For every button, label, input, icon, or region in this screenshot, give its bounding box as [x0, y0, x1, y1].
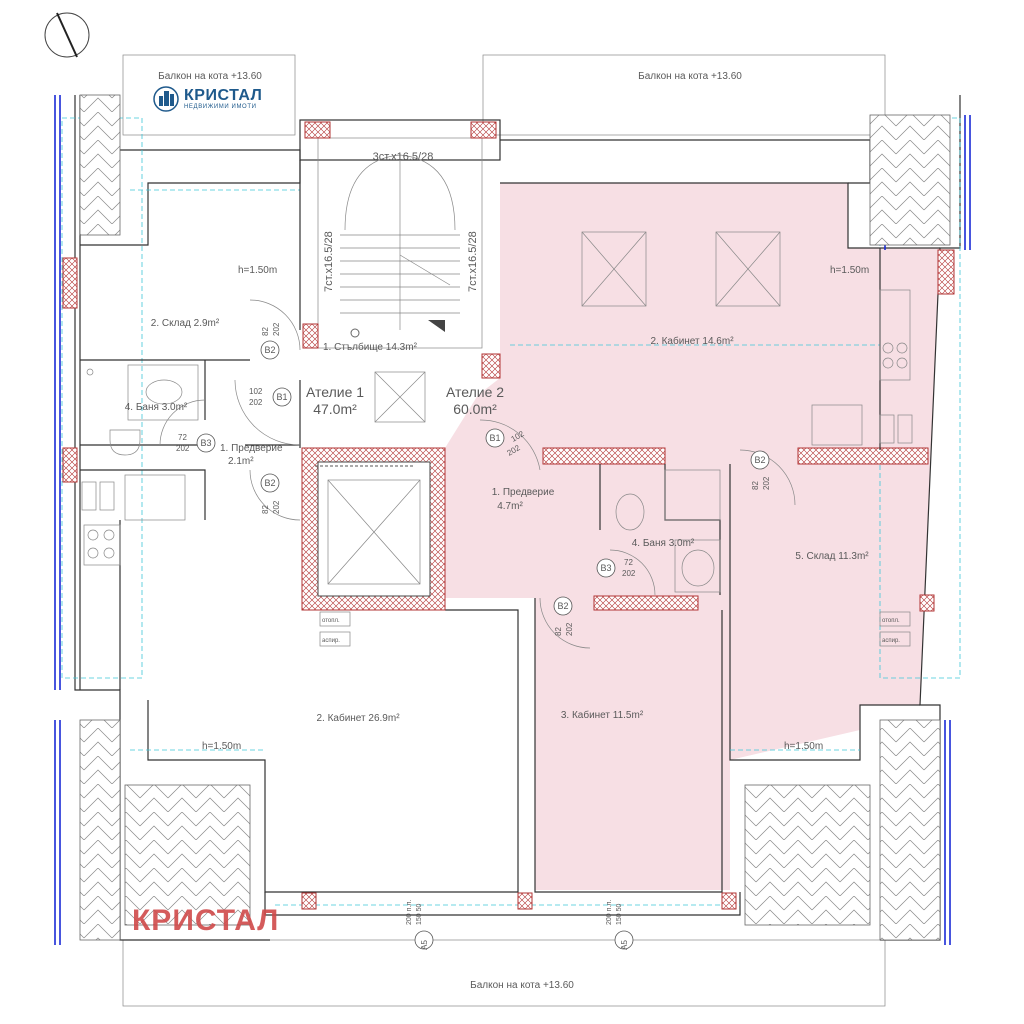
balcony-label-top-left: Балкон на кота +13.60: [158, 71, 262, 82]
door-height: 202: [272, 322, 281, 336]
door-tag: B1 102 202: [249, 387, 292, 407]
height-label-4: h=1.50m: [784, 741, 823, 752]
door-width: 72: [178, 433, 187, 442]
skylights: [581, 231, 781, 307]
window-height: 150 50: [416, 903, 423, 925]
stair-room-label: 1. Стълбище 14.3m²: [323, 341, 418, 353]
brand-name: КРИСТАЛ: [184, 87, 263, 104]
height-label-2: h=1.50m: [830, 265, 869, 276]
room-kabinet-2: 2. Кабинет 14.6m²: [650, 335, 734, 347]
window-tag: A5 200 п.л. 150 50: [606, 900, 634, 950]
window-tag: A5 200 п.л. 150 50: [406, 900, 434, 950]
door-width: 102: [249, 387, 263, 396]
door-width: 72: [624, 558, 633, 567]
balcony-label-bottom: Балкон на кота +13.60: [470, 980, 574, 991]
door-height: 202: [272, 500, 281, 514]
room-predverie-1-area: 2.1m²: [228, 456, 254, 467]
door-tag: B3 72 202: [176, 433, 216, 453]
door-width: 82: [261, 327, 270, 336]
room-sklad-1: 2. Склад 2.9m²: [151, 318, 220, 329]
door-id: B2: [754, 455, 765, 465]
door-id: B2: [264, 345, 275, 355]
room-predverie-1-name: 1. Предверие: [220, 443, 283, 454]
room-kabinet-1: 2. Кабинет 26.9m²: [316, 712, 400, 724]
door-height: 202: [622, 569, 636, 578]
balcony-floor-tr: [869, 114, 951, 246]
balcony-top-right: [482, 54, 886, 136]
brand-subtitle: НЕДВИЖИМИ ИМОТИ: [184, 104, 257, 110]
bathroom-fixtures-right: [615, 289, 911, 593]
door-id: B3: [200, 438, 211, 448]
door-width: 82: [261, 505, 270, 514]
unit-2-title: Ателие 2: [446, 384, 504, 400]
north-arrow-icon: [44, 12, 90, 58]
structural-columns: [62, 121, 955, 910]
bathroom-fixtures-left: [83, 364, 199, 566]
balcony-floor-tl: [79, 94, 121, 236]
stair-label-top: 3ст.х16.5/28: [373, 151, 434, 163]
balcony-top-left: [122, 54, 296, 136]
balcony-floor-bm-right: [744, 784, 871, 926]
door-width: 82: [554, 627, 563, 636]
room-predverie-2-name: 1. Предверие: [492, 487, 555, 498]
stair-label-right: 7ст.х16.5/28: [467, 231, 479, 292]
window-width: 200 п.л.: [406, 900, 413, 925]
door-width: 82: [751, 481, 760, 490]
door-id: B3: [600, 563, 611, 573]
vent-label-2: аспир.: [882, 638, 900, 644]
window-id: A5: [420, 940, 429, 950]
brand-logo: КРИСТАЛ НЕДВИЖИМИ ИМОТИ: [152, 86, 262, 112]
heat-label-2: отопл.: [882, 618, 900, 624]
door-tag: B1 102 202: [485, 428, 526, 458]
building-logo-icon: [153, 86, 179, 112]
door-height: 202: [565, 622, 574, 636]
door-id: B1: [276, 392, 287, 402]
door-tag: B2 82 202: [260, 473, 281, 514]
door-height: 202: [762, 476, 771, 490]
window-height: 150 50: [616, 903, 623, 925]
facade-lines: [54, 95, 971, 945]
watermark: КРИСТАЛ: [132, 904, 280, 937]
balcony-floor-bl: [79, 719, 121, 941]
room-sklad-2: 5. Склад 11.3m²: [795, 551, 869, 562]
balcony-label-top-right: Балкон на кота +13.60: [638, 71, 742, 82]
window-width: 200 п.л.: [606, 900, 613, 925]
height-label-3: h=1.50m: [202, 741, 241, 752]
height-label-1: h=1.50m: [238, 265, 277, 276]
door-id: B2: [264, 478, 275, 488]
door-height: 202: [249, 398, 263, 407]
balcony-bottom: [122, 939, 886, 1007]
door-tag: B3 72 202: [596, 558, 636, 578]
stair-label-left: 7ст.х16.5/28: [323, 231, 335, 292]
door-swings: [159, 299, 796, 649]
door-height: 202: [176, 444, 190, 453]
door-tag: B2 82 202: [553, 596, 574, 636]
room-kabinet-3: 3. Кабинет 11.5m²: [561, 709, 644, 721]
room-banya-2: 4. Баня 3.0m²: [632, 538, 695, 549]
vent-label-1: аспир.: [322, 638, 340, 644]
elevator-shaft: [301, 447, 446, 611]
balcony-floor-bm-left: [124, 784, 251, 926]
appliance-boxes: [81, 414, 913, 647]
door-tag: B2 82 202: [260, 322, 281, 360]
atelie-2-highlight: [445, 183, 940, 890]
unit-1-area: 47.0m²: [313, 401, 357, 417]
balcony-floor-br: [879, 719, 941, 941]
staircase: [299, 119, 501, 423]
heat-label-1: отопл.: [322, 618, 340, 624]
door-tag: B2 82 202: [750, 450, 771, 490]
door-id: B1: [489, 433, 500, 443]
unit-1-title: Ателие 1: [306, 384, 364, 400]
room-predverie-2-area: 4.7m²: [497, 501, 523, 512]
room-banya-1: 4. Баня 3.0m²: [125, 402, 188, 413]
window-id: A5: [620, 940, 629, 950]
door-id: B2: [557, 601, 568, 611]
unit-2-area: 60.0m²: [453, 401, 497, 417]
